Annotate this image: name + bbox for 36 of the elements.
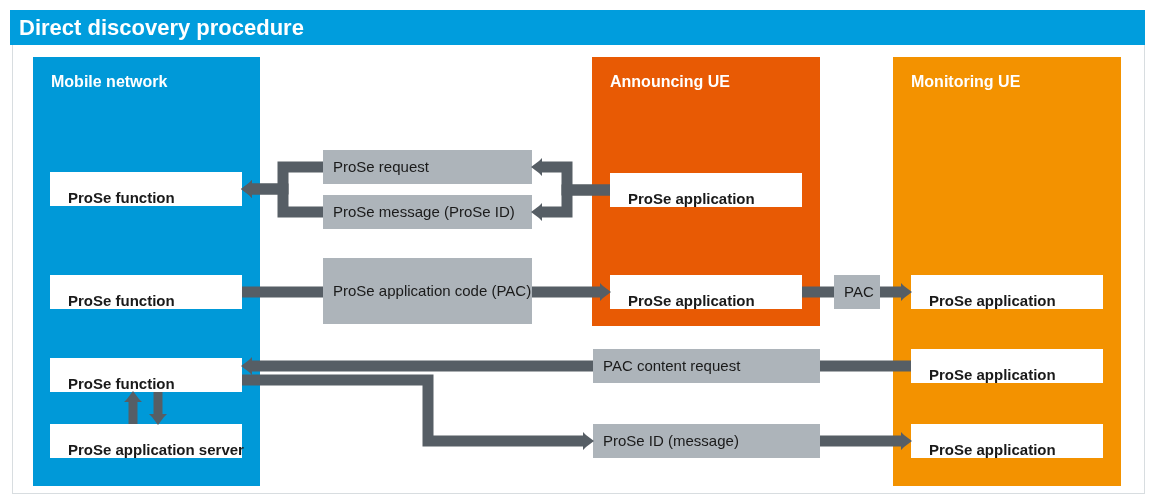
box-label: ProSe function <box>68 374 175 394</box>
box-label: PAC content request <box>603 356 741 376</box>
box-label: ProSe application code (PAC) <box>333 281 532 301</box>
process-box <box>50 275 242 309</box>
message-box <box>323 150 532 184</box>
box-label: ProSe request <box>333 157 429 177</box>
process-box <box>610 173 802 207</box>
box-label: ProSe ID (message) <box>603 431 739 451</box>
process-box <box>911 349 1103 383</box>
network-panel <box>33 57 260 486</box>
message-box <box>593 349 820 383</box>
process-box <box>610 275 802 309</box>
box-label: ProSe function <box>68 188 175 208</box>
device-panel <box>893 57 1121 486</box>
device-panel <box>592 57 820 326</box>
message-box <box>323 258 532 324</box>
box-label: ProSe message (ProSe ID) <box>333 202 515 222</box>
box-label: ProSe application <box>929 440 1056 460</box>
title-bar: Direct discovery procedure <box>10 10 1145 45</box>
panel-heading: Announcing UE <box>610 73 730 91</box>
box-label: ProSe application <box>929 291 1056 311</box>
box-label: PAC <box>844 282 874 302</box>
process-box <box>911 275 1103 309</box>
message-box <box>834 275 880 309</box>
panel-heading: Mobile network <box>51 73 168 91</box>
panel-heading: Monitoring UE <box>911 73 1021 91</box>
box-label: ProSe application <box>929 365 1056 385</box>
message-box <box>323 195 532 229</box>
box-label: ProSe application <box>628 189 755 209</box>
process-box <box>911 424 1103 458</box>
process-box <box>50 424 242 458</box>
process-box <box>50 172 242 206</box>
box-label: ProSe function <box>68 291 175 311</box>
box-label: ProSe application <box>628 291 755 311</box>
message-box <box>593 424 820 458</box>
process-box <box>50 358 242 392</box>
